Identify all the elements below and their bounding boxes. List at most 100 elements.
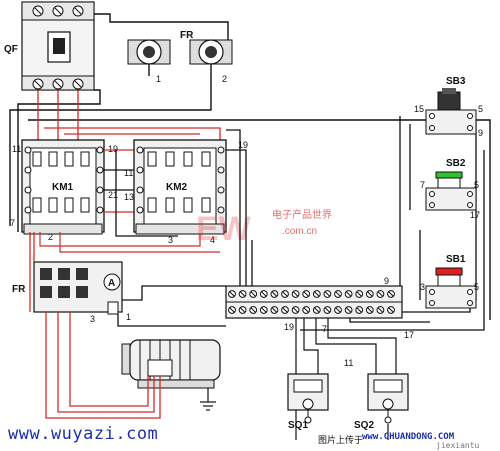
terminal-screw-slot	[388, 291, 394, 297]
t15-sb3: 15	[414, 104, 424, 114]
sb1-switch	[425, 267, 477, 309]
terminal-screw-slot	[324, 291, 331, 297]
fuse-2	[189, 39, 233, 65]
footer-site-mid[interactable]: www.CHUANDONG.COM	[362, 432, 455, 442]
sb2-label: SB2	[446, 158, 466, 169]
control-interconnect	[104, 150, 178, 237]
km1-label: KM1	[52, 182, 74, 193]
terminal-screw-slot	[314, 291, 320, 297]
terminal-screw-slot	[377, 291, 384, 297]
t9-sb3: 9	[478, 128, 483, 138]
motor-power-wiring	[29, 232, 161, 419]
t5-sb3: 5	[478, 104, 483, 114]
terminal-screw-slot	[345, 307, 352, 313]
terminal-screw-slot	[314, 307, 320, 313]
ammeter-symbol: A	[108, 278, 115, 289]
terminal-screw-slot	[229, 307, 235, 313]
top-wiring	[9, 13, 491, 320]
overload-wiring	[117, 285, 226, 327]
t19-km1: 19	[108, 144, 118, 154]
svg-text:EW: EW	[196, 210, 252, 248]
watermark-cn: 电子产品世界	[272, 208, 332, 221]
footer-caption: 图片上传于	[318, 436, 364, 446]
qf-label: QF	[4, 44, 18, 55]
terminal-screw-slot	[303, 307, 309, 313]
t3-fr: 3	[90, 314, 95, 324]
t7-sb2: 7	[420, 180, 425, 190]
limit-switch-wiring	[295, 318, 397, 440]
fuse-1	[127, 39, 171, 65]
t11-tb: 11	[344, 358, 353, 368]
red-power-wiring	[37, 90, 221, 140]
t7-tb: 7	[322, 324, 327, 334]
fr-top-label: FR	[180, 30, 194, 41]
qf-breaker	[21, 1, 95, 91]
t4-km2: 4	[210, 235, 215, 245]
terminal-screw-slot	[282, 307, 288, 313]
terminal-screw-slot	[239, 291, 246, 297]
t3-sb1: 3	[420, 282, 425, 292]
terminal-screws	[228, 290, 395, 314]
terminal-screw-slot	[271, 307, 278, 313]
t19-tb: 19	[284, 322, 294, 332]
t17-tb: 17	[404, 330, 414, 340]
terminal-screw-slot	[271, 291, 278, 297]
t11-km2: 11	[124, 168, 133, 178]
sb3-stop-switch	[425, 88, 477, 135]
footer-site-left[interactable]: www.wuyazi.com	[8, 424, 159, 444]
t2-km1: 2	[48, 232, 53, 242]
watermark-url: .com.cn	[282, 226, 317, 237]
terminal-screw-slot	[261, 307, 267, 313]
footer-site-right[interactable]: jiexiantu	[436, 441, 480, 450]
sq1-label: SQ1	[288, 420, 308, 431]
fr-overload-relay	[33, 261, 123, 315]
terminal-screw-slot	[367, 307, 373, 313]
sq2-limit-switch	[367, 373, 409, 424]
t5-sb2: 5	[474, 180, 479, 190]
sb1-label: SB1	[446, 254, 466, 265]
sq1-limit-switch	[287, 373, 329, 424]
contactor-interconnect	[39, 149, 220, 253]
watermark-logo: EW	[196, 210, 252, 248]
terminal-screw-slot	[250, 291, 256, 297]
terminal-screw-slot	[335, 307, 341, 313]
t9-tb: 9	[384, 276, 389, 286]
terminal-screw-slot	[292, 291, 299, 297]
t1-fr: 1	[126, 312, 131, 322]
terminal-screw-slot	[324, 307, 331, 313]
terminal-screw-slot	[292, 307, 299, 313]
terminal-screw-slot	[335, 291, 341, 297]
terminal-screw-slot	[303, 291, 309, 297]
motor	[121, 339, 221, 389]
t13-km2: 13	[124, 192, 134, 202]
t19-km2: 19	[238, 140, 248, 150]
ground-symbol	[200, 388, 216, 411]
fr-bottom-label: FR	[12, 284, 26, 295]
terminal-screw-slot	[261, 291, 267, 297]
terminal-screw-slot	[388, 307, 394, 313]
t3-km2: 3	[168, 235, 173, 245]
sq2-label: SQ2	[354, 420, 374, 431]
t17-sb2: 17	[470, 210, 480, 220]
km2-label: KM2	[166, 182, 188, 193]
terminal-screw-slot	[239, 307, 246, 313]
terminal-screw-slot	[250, 307, 256, 313]
t11-km1: 11	[12, 144, 21, 154]
sb2-start-switch	[425, 171, 477, 211]
terminal-screw-slot	[356, 307, 362, 313]
sb3-label: SB3	[446, 76, 466, 87]
fuse-2-number: 2	[222, 74, 227, 84]
t7-km1: 7	[10, 218, 15, 228]
t21-km1: 21	[108, 190, 118, 200]
terminal-screw-slot	[377, 307, 384, 313]
contactor-km2	[133, 139, 227, 235]
terminal-screw-slot	[229, 291, 235, 297]
terminal-screw-slot	[282, 291, 288, 297]
t5-sb1: 5	[474, 282, 479, 292]
terminal-screw-slot	[345, 291, 352, 297]
terminal-screw-slot	[367, 291, 373, 297]
contactor-km1	[21, 139, 105, 235]
fuse-1-number: 1	[156, 74, 161, 84]
terminal-screw-slot	[356, 291, 362, 297]
